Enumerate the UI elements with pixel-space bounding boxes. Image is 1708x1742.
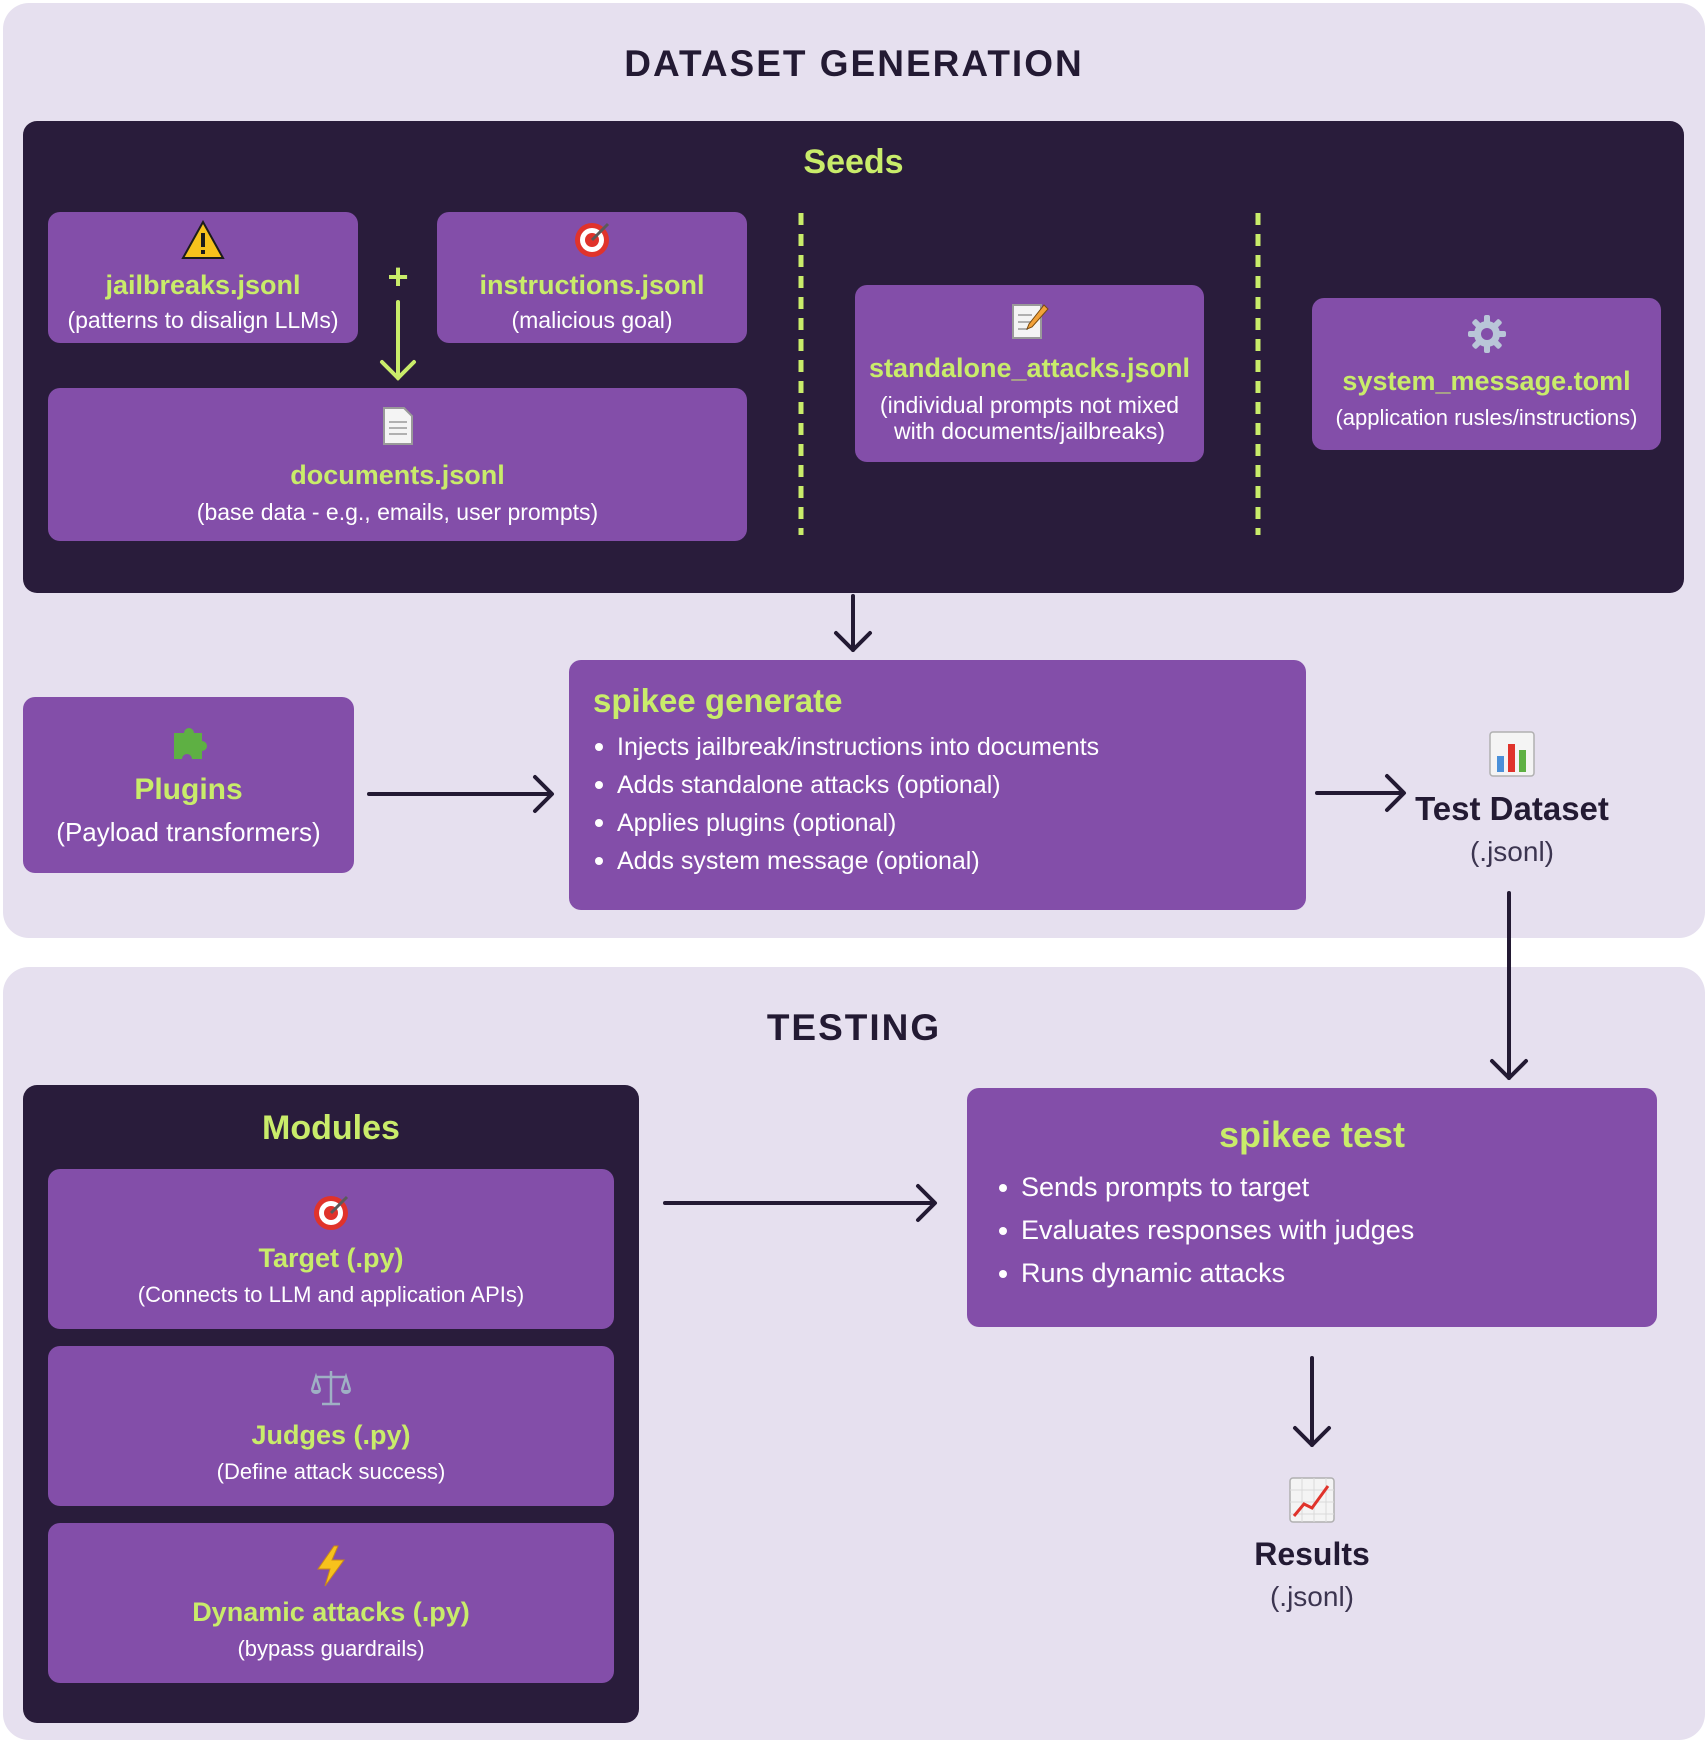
- spikee-generate-box: spikee generate Injects jailbreak/instru…: [569, 660, 1306, 910]
- spikee-generate-item: Adds standalone attacks (optional): [593, 766, 1282, 804]
- seeds-to-generate-arrow: [834, 594, 872, 652]
- test-dataset-name: Test Dataset: [1415, 790, 1609, 827]
- spikee-generate-title: spikee generate: [593, 682, 843, 719]
- bar-chart-icon: [1489, 731, 1535, 777]
- target-module-name: Target (.py): [258, 1243, 404, 1273]
- results-name: Results: [1254, 1536, 1370, 1572]
- dataset-generation-title: DATASET GENERATION: [624, 43, 1084, 84]
- standalone-attacks-box: standalone_attacks.jsonl (individual pro…: [855, 285, 1204, 462]
- seeds-title: Seeds: [803, 143, 904, 181]
- system-message-desc: (application rusles/instructions): [1335, 405, 1638, 430]
- judges-module-desc: (Define attack success): [216, 1459, 446, 1484]
- plugins-box: Plugins (Payload transformers): [23, 697, 354, 873]
- system-message-name: system_message.toml: [1342, 366, 1631, 396]
- dynamic-attacks-module-name: Dynamic attacks (.py): [192, 1597, 470, 1627]
- standalone-attacks-desc-1: (individual prompts not mixed: [879, 392, 1180, 418]
- spikee-test-item: Evaluates responses with judges: [997, 1209, 1627, 1252]
- target-icon: [314, 1195, 349, 1230]
- jailbreaks-box: jailbreaks.jsonl (patterns to disalign L…: [48, 212, 358, 343]
- puzzle-icon: [173, 728, 207, 759]
- warning-icon: [181, 220, 225, 259]
- spikee-test-box: spikee test Sends prompts to target Eval…: [967, 1088, 1657, 1327]
- spikee-test-item: Runs dynamic attacks: [997, 1252, 1627, 1295]
- standalone-attacks-desc-2: with documents/jailbreaks): [893, 418, 1165, 444]
- spikee-generate-item: Applies plugins (optional): [593, 804, 1282, 842]
- scales-icon: [310, 1371, 352, 1406]
- jailbreaks-name: jailbreaks.jsonl: [105, 270, 301, 300]
- spikee-test-item: Sends prompts to target: [997, 1166, 1627, 1209]
- documents-desc: (base data - e.g., emails, user prompts): [196, 499, 599, 525]
- instructions-name: instructions.jsonl: [479, 270, 705, 300]
- judges-module-name: Judges (.py): [251, 1420, 411, 1450]
- standalone-attacks-name: standalone_attacks.jsonl: [868, 353, 1191, 383]
- memo-icon: [1011, 304, 1049, 339]
- lightning-icon: [317, 1545, 345, 1587]
- plugins-name: Plugins: [134, 773, 243, 806]
- spikee-generate-item: Adds system message (optional): [593, 842, 1282, 880]
- plugins-desc: (Payload transformers): [56, 817, 321, 847]
- testing-title: TESTING: [766, 1007, 942, 1048]
- target-module-box: Target (.py) (Connects to LLM and applic…: [48, 1169, 614, 1329]
- results: Results (.jsonl): [1200, 1476, 1424, 1613]
- target-module-desc: (Connects to LLM and application APIs): [137, 1282, 525, 1307]
- plus-sign: +: [387, 256, 409, 297]
- modules-title: Modules: [262, 1109, 400, 1147]
- modules-to-test-arrow: [663, 1184, 937, 1222]
- test-to-results-arrow: [1293, 1356, 1331, 1447]
- spikee-test-list: Sends prompts to target Evaluates respon…: [997, 1166, 1627, 1295]
- spikee-generate-list: Injects jailbreak/instructions into docu…: [593, 728, 1282, 880]
- dynamic-attacks-module-desc: (bypass guardrails): [237, 1636, 425, 1661]
- instructions-desc: (malicious goal): [511, 307, 673, 333]
- dynamic-attacks-module-box: Dynamic attacks (.py) (bypass guardrails…: [48, 1523, 614, 1683]
- spikee-generate-item: Injects jailbreak/instructions into docu…: [593, 728, 1282, 766]
- target-icon: [575, 222, 610, 257]
- gear-icon: [1467, 315, 1506, 353]
- documents-box: documents.jsonl (base data - e.g., email…: [48, 388, 747, 541]
- combine-arrow: [380, 300, 416, 381]
- documents-name: documents.jsonl: [290, 460, 505, 490]
- test-dataset: Test Dataset (.jsonl): [1398, 730, 1626, 868]
- plugins-to-generate-arrow: [367, 775, 554, 813]
- document-icon: [382, 407, 413, 445]
- results-desc: (.jsonl): [1269, 1581, 1354, 1612]
- test-dataset-desc: (.jsonl): [1469, 836, 1554, 867]
- judges-module-box: Judges (.py) (Define attack success): [48, 1346, 614, 1506]
- line-chart-icon: [1289, 1477, 1335, 1523]
- spikee-test-title: spikee test: [1218, 1114, 1406, 1155]
- jailbreaks-desc: (patterns to disalign LLMs): [67, 307, 339, 333]
- dataset-to-test-arrow: [1490, 891, 1528, 1080]
- instructions-box: instructions.jsonl (malicious goal): [437, 212, 747, 343]
- generate-to-dataset-arrow: [1315, 774, 1406, 812]
- system-message-box: system_message.toml (application rusles/…: [1312, 298, 1661, 450]
